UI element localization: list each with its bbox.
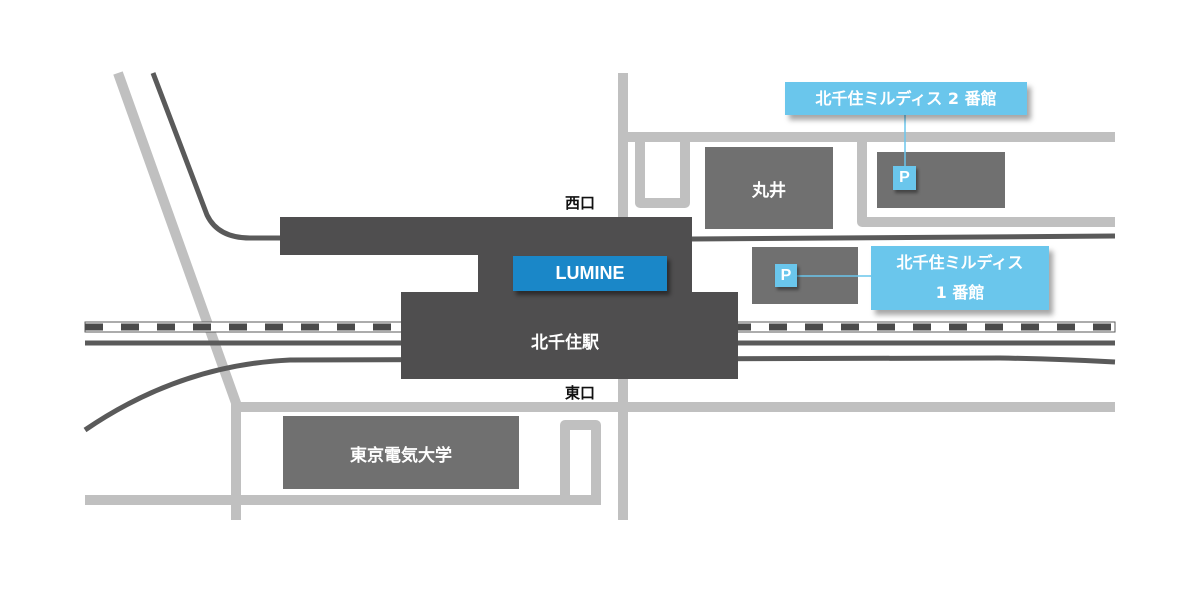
lumine-label[interactable]: LUMINE [513,256,667,291]
road-top-right [857,137,1115,227]
parking-icon[interactable]: P [893,166,916,190]
mildis-1-line2: 1 番館 [935,283,985,302]
mildis-1-line1: 北千住ミルディス [896,253,1024,272]
station-building [280,217,738,379]
road-top-loop [635,137,690,208]
university-label: 東京電気大学 [350,445,452,466]
mildis-2-callout[interactable]: 北千住ミルディス 2 番館 [785,82,1027,115]
marui-label: 丸井 [752,180,786,201]
rail-northeast [691,233,1116,242]
callout-lines [797,115,906,277]
road-bottom-loop [560,420,601,500]
building-university [283,416,519,489]
east-exit-label: 東口 [564,383,595,402]
rail-northwest [150,72,282,241]
building-marui [705,147,833,229]
parking-icon[interactable]: P [775,264,797,287]
west-exit-label: 西口 [564,193,595,212]
rail-curve [83,355,1116,433]
station-name: 北千住駅 [531,332,599,353]
mildis-1-callout[interactable]: 北千住ミルディス 1 番館 [871,246,1049,310]
